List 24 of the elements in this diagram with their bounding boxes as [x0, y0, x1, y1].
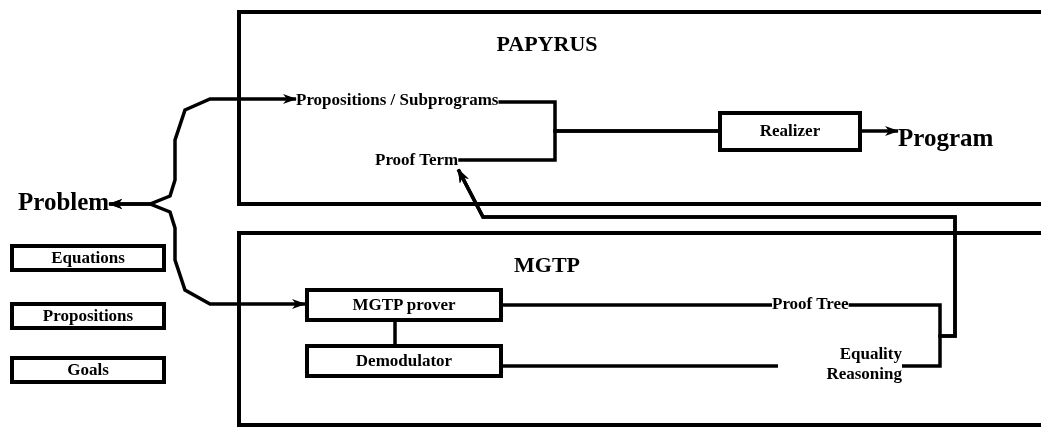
process-box: [718, 111, 862, 152]
text-label: Proof Tree: [772, 294, 849, 314]
box-label: Goals: [67, 360, 109, 380]
box-label: Equations: [51, 248, 125, 268]
box-label: Propositions: [42, 306, 134, 326]
connector-arrow: [108, 199, 306, 309]
text-label: Propositions / Subprograms: [296, 90, 499, 110]
box-label: Realizer: [759, 122, 821, 141]
process-box: [10, 356, 166, 384]
text-label: Proof Term: [375, 150, 459, 170]
system-panel: [237, 231, 1041, 427]
connector-arrow: [862, 126, 899, 136]
process-box: [305, 344, 503, 378]
text-label: Equality Reasoning: [778, 344, 902, 384]
panel-title: PAPYRUS: [495, 32, 599, 57]
box-label: MGTP prover: [352, 295, 456, 315]
text-label: Problem: [18, 188, 110, 217]
process-box: [10, 244, 166, 272]
system-panel: [237, 10, 1041, 206]
text-label: Program: [898, 124, 994, 153]
process-box: [10, 302, 166, 330]
process-box: [305, 288, 503, 322]
box-label: Demodulator: [355, 351, 453, 371]
panel-title: MGTP: [513, 253, 581, 278]
